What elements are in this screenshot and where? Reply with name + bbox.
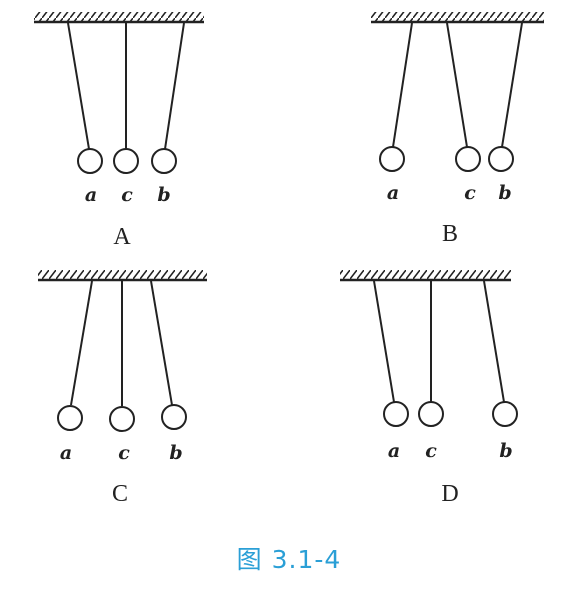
string-a: [392, 22, 413, 148]
panel-b: a c b B: [371, 12, 544, 247]
string-a: [373, 280, 395, 403]
string-a: [67, 22, 90, 150]
ball-label-b: b: [498, 182, 511, 204]
ball-a: [379, 146, 405, 172]
ball-c: [113, 148, 139, 174]
ceiling-hatch: [371, 12, 544, 22]
string-b: [501, 22, 523, 148]
ball-a: [383, 401, 409, 427]
ball-a: [57, 405, 83, 431]
ball-c: [455, 146, 481, 172]
ball-b: [161, 404, 187, 430]
ball-label-b: b: [499, 440, 512, 462]
string-b: [483, 280, 505, 403]
panel-label-b: B: [442, 221, 458, 247]
panel-label-c: C: [112, 481, 128, 507]
ball-label-c: c: [121, 184, 133, 206]
ceiling-hatch: [34, 12, 204, 22]
ball-label-a: a: [85, 184, 97, 206]
string-c: [446, 22, 468, 148]
ball-label-c: c: [118, 442, 130, 464]
ball-label-c: c: [464, 182, 476, 204]
panel-a: a c b A: [34, 12, 204, 250]
ball-c: [109, 406, 135, 432]
ceiling-hatch: [38, 270, 207, 280]
ball-label-c: c: [425, 440, 437, 462]
panel-label-d: D: [441, 481, 458, 507]
panel-label-a: A: [113, 224, 131, 250]
ball-label-a: a: [60, 442, 72, 464]
ball-label-a: a: [387, 182, 399, 204]
ball-b: [151, 148, 177, 174]
ball-label-a: a: [388, 440, 400, 462]
panel-c: a c b C: [38, 270, 207, 507]
string-b: [150, 280, 173, 406]
ceiling-hatch: [340, 270, 511, 280]
ball-a: [77, 148, 103, 174]
string-b: [164, 22, 185, 150]
ball-label-b: b: [157, 184, 170, 206]
ball-b: [488, 146, 514, 172]
ball-c: [418, 401, 444, 427]
figure-caption: 图 3.1-4: [236, 545, 342, 574]
string-a: [70, 280, 93, 406]
panel-d: a c b D: [340, 270, 518, 507]
ball-label-b: b: [169, 442, 182, 464]
ball-b: [492, 401, 518, 427]
